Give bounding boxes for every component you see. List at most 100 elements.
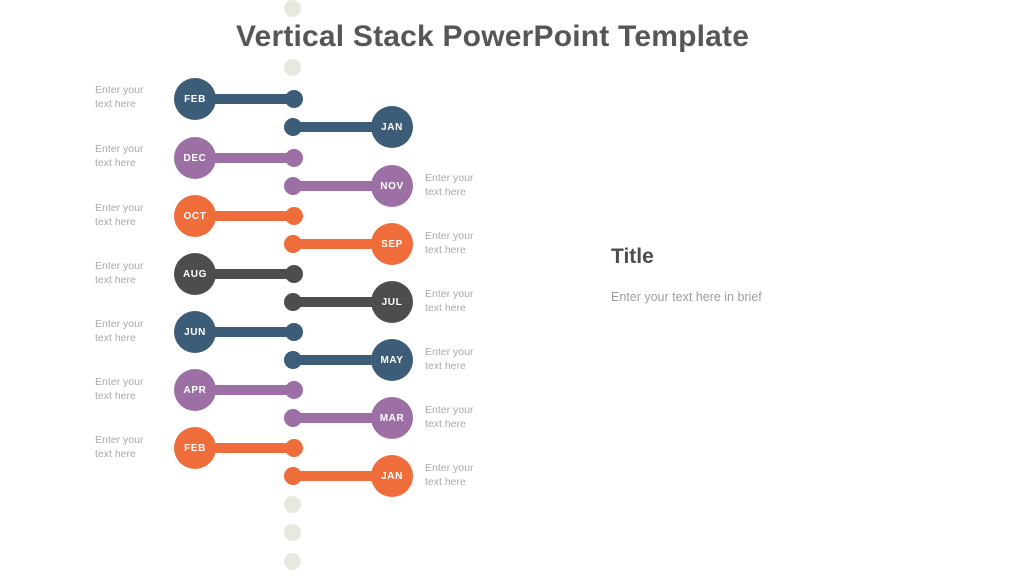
pill-end-dot <box>285 265 303 283</box>
pill-connector-bar <box>200 385 294 395</box>
right-caption-line: Enter your <box>425 230 474 242</box>
pill-month-label: JAN <box>381 470 403 482</box>
timeline-pill-jul-7[interactable]: JUL <box>284 281 413 323</box>
left-caption-line: text here <box>95 274 136 286</box>
pill-connector-bar <box>293 471 387 481</box>
pill-end-dot <box>285 323 303 341</box>
side-panel-title: Title <box>611 245 654 268</box>
pill-month-badge[interactable]: OCT <box>174 195 216 237</box>
pill-month-label: JUN <box>184 326 206 338</box>
pill-month-badge[interactable]: JUL <box>371 281 413 323</box>
timeline-pill-jan-13[interactable]: JAN <box>284 455 413 497</box>
pill-end-dot <box>285 439 303 457</box>
timeline-pill-feb-0[interactable]: FEB <box>174 78 303 120</box>
timeline-pill-jun-8[interactable]: JUN <box>174 311 303 353</box>
left-caption-4[interactable]: Enter your text here <box>95 317 169 345</box>
pill-end-dot <box>284 409 302 427</box>
timeline-pill-dec-2[interactable]: DEC <box>174 137 303 179</box>
right-caption-line: Enter your <box>425 288 474 300</box>
right-caption-4[interactable]: Enter your text here <box>425 403 499 431</box>
pill-month-label: SEP <box>381 238 403 250</box>
timeline-pill-may-9[interactable]: MAY <box>284 339 413 381</box>
pill-month-badge[interactable]: NOV <box>371 165 413 207</box>
pill-connector-bar <box>293 122 387 132</box>
pill-end-dot <box>284 235 302 253</box>
right-caption-line: text here <box>425 244 466 256</box>
left-caption-6[interactable]: Enter your text here <box>95 433 169 461</box>
pill-month-badge[interactable]: AUG <box>174 253 216 295</box>
right-caption-1[interactable]: Enter your text here <box>425 229 499 257</box>
pill-month-label: JUL <box>381 296 403 308</box>
pill-month-badge[interactable]: JAN <box>371 455 413 497</box>
left-caption-line: Enter your <box>95 143 144 155</box>
left-caption-line: text here <box>95 332 136 344</box>
timeline-pill-aug-6[interactable]: AUG <box>174 253 303 295</box>
pill-connector-bar <box>293 239 387 249</box>
right-caption-line: Enter your <box>425 172 474 184</box>
left-caption-line: Enter your <box>95 376 144 388</box>
left-caption-line: Enter your <box>95 434 144 446</box>
right-caption-line: text here <box>425 302 466 314</box>
pill-end-dot <box>284 293 302 311</box>
right-caption-2[interactable]: Enter your text here <box>425 287 499 315</box>
pill-month-badge[interactable]: MAY <box>371 339 413 381</box>
pill-end-dot <box>284 177 302 195</box>
pill-connector-bar <box>293 297 387 307</box>
side-panel-body: Enter your text here in brief <box>611 290 762 304</box>
pill-month-badge[interactable]: FEB <box>174 427 216 469</box>
pill-end-dot <box>284 351 302 369</box>
right-caption-0[interactable]: Enter your text here <box>425 171 499 199</box>
pill-connector-bar <box>200 269 294 279</box>
left-caption-line: Enter your <box>95 318 144 330</box>
pill-month-label: OCT <box>183 210 207 222</box>
pill-month-badge[interactable]: APR <box>174 369 216 411</box>
timeline-pill-nov-3[interactable]: NOV <box>284 165 413 207</box>
pill-connector-bar <box>200 94 294 104</box>
left-caption-line: text here <box>95 216 136 228</box>
left-caption-5[interactable]: Enter your text here <box>95 375 169 403</box>
right-caption-line: Enter your <box>425 346 474 358</box>
left-caption-line: Enter your <box>95 84 144 96</box>
pill-month-badge[interactable]: DEC <box>174 137 216 179</box>
right-caption-line: text here <box>425 476 466 488</box>
pill-end-dot <box>284 118 302 136</box>
timeline-pill-feb-12[interactable]: FEB <box>174 427 303 469</box>
timeline-pill-apr-10[interactable]: APR <box>174 369 303 411</box>
right-caption-line: text here <box>425 186 466 198</box>
spine-dot <box>284 0 301 17</box>
pill-month-badge[interactable]: JAN <box>371 106 413 148</box>
timeline-pill-sep-5[interactable]: SEP <box>284 223 413 265</box>
right-caption-line: Enter your <box>425 462 474 474</box>
pill-month-badge[interactable]: SEP <box>371 223 413 265</box>
left-caption-line: text here <box>95 448 136 460</box>
pill-end-dot <box>285 90 303 108</box>
timeline-pill-oct-4[interactable]: OCT <box>174 195 303 237</box>
timeline-pill-jan-1[interactable]: JAN <box>284 106 413 148</box>
pill-month-label: MAY <box>380 354 404 366</box>
pill-connector-bar <box>200 153 294 163</box>
pill-month-badge[interactable]: JUN <box>174 311 216 353</box>
pill-connector-bar <box>293 413 387 423</box>
pill-end-dot <box>285 207 303 225</box>
pill-month-label: MAR <box>379 412 405 424</box>
pill-end-dot <box>285 149 303 167</box>
spine-dot <box>284 59 301 76</box>
pill-month-badge[interactable]: FEB <box>174 78 216 120</box>
right-caption-5[interactable]: Enter your text here <box>425 461 499 489</box>
pill-month-label: NOV <box>380 180 404 192</box>
pill-month-badge[interactable]: MAR <box>371 397 413 439</box>
page-title: Vertical Stack PowerPoint Template <box>236 20 750 53</box>
pill-connector-bar <box>293 355 387 365</box>
timeline-pill-mar-11[interactable]: MAR <box>284 397 413 439</box>
right-caption-line: text here <box>425 418 466 430</box>
left-caption-line: text here <box>95 390 136 402</box>
pill-month-label: JAN <box>381 121 403 133</box>
right-caption-line: Enter your <box>425 404 474 416</box>
spine-dot <box>284 496 301 513</box>
pill-month-label: APR <box>183 384 207 396</box>
